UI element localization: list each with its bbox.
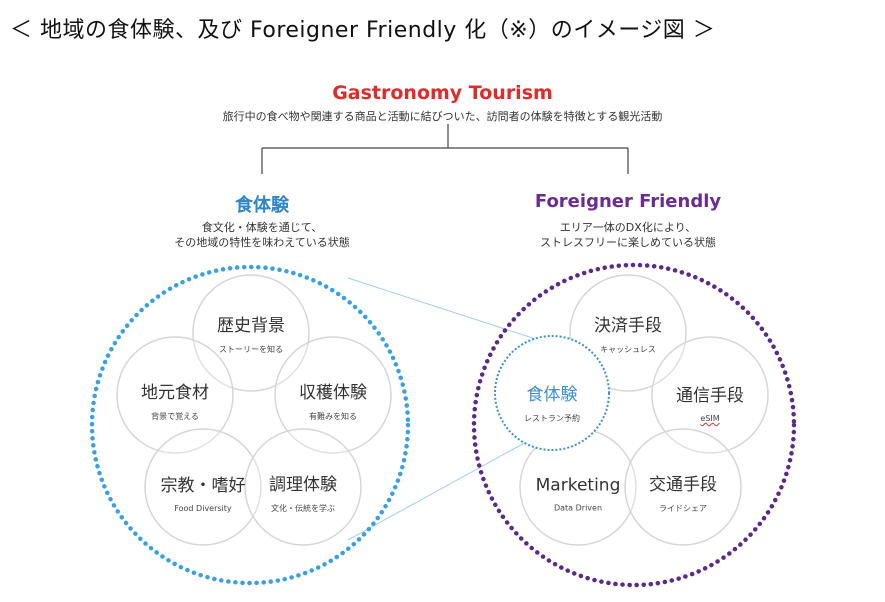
food-experience-desc-line1: 食文化・体験を通じて、 bbox=[201, 221, 323, 234]
food-experience-desc: 食文化・体験を通じて、 その地域の特性を味わえている状態 bbox=[130, 220, 394, 250]
local-ingredients-main: 地元食材 bbox=[141, 383, 209, 403]
label-marketing: Marketing Data Driven bbox=[536, 476, 621, 513]
harvest-main: 収穫体験 bbox=[299, 383, 367, 403]
circle-harvest bbox=[274, 336, 392, 454]
foreigner-friendly-desc-line2: ストレスフリーに楽しめている状態 bbox=[540, 236, 716, 249]
circle-local-ingredients bbox=[116, 336, 234, 454]
label-communication: 通信手段 eSIM bbox=[676, 381, 744, 423]
label-harvest: 収穫体験 有難みを知る bbox=[299, 378, 367, 422]
foreigner-friendly-outer-circle bbox=[471, 262, 797, 588]
food-experience-title: 食体験 bbox=[235, 195, 289, 216]
cooking-main: 調理体験 bbox=[269, 475, 337, 495]
circle-religion bbox=[144, 428, 262, 546]
gastronomy-subtitle: 旅行中の食べ物や関連する商品と活動に結びついた、訪問者の体験を特徴とする観光活動 bbox=[222, 110, 663, 123]
payment-sub: キャッシュレス bbox=[600, 345, 656, 354]
marketing-main: Marketing bbox=[535, 475, 621, 496]
label-local-ingredients: 地元食材 背景で覚える bbox=[141, 378, 209, 422]
circle-communication bbox=[651, 336, 769, 454]
circle-food-experience-inner bbox=[494, 335, 610, 451]
religion-sub: Food Diversity bbox=[174, 504, 232, 513]
communication-sub: eSIM bbox=[700, 414, 720, 423]
transport-sub: ライドシェア bbox=[659, 504, 707, 513]
label-history: 歴史背景 ストーリーを知る bbox=[217, 311, 285, 355]
inner-food-main: 食体験 bbox=[526, 385, 578, 405]
circle-transport bbox=[624, 428, 742, 546]
food-experience-outer-circle bbox=[89, 264, 411, 586]
food-experience-desc-line2: その地域の特性を味わえている状態 bbox=[174, 236, 350, 249]
history-sub: ストーリーを知る bbox=[219, 345, 283, 354]
foreigner-friendly-desc: エリア一体のDX化により、 ストレスフリーに楽しめている状態 bbox=[496, 220, 760, 250]
inner-food-sub: レストラン予約 bbox=[524, 414, 580, 423]
communication-main: 通信手段 bbox=[676, 386, 744, 406]
harvest-sub: 有難みを知る bbox=[309, 412, 357, 421]
gastronomy-title: Gastronomy Tourism bbox=[332, 82, 553, 104]
label-food-experience-inner: 食体験 レストラン予約 bbox=[524, 380, 580, 424]
bracket-connector bbox=[261, 124, 629, 174]
label-transport: 交通手段 ライドシェア bbox=[649, 470, 717, 514]
transport-main: 交通手段 bbox=[649, 475, 717, 495]
label-cooking: 調理体験 文化・伝統を学ぶ bbox=[269, 470, 337, 514]
circle-cooking bbox=[244, 428, 362, 546]
zoom-lines bbox=[347, 277, 549, 541]
religion-main: 宗教・嗜好 bbox=[160, 476, 246, 496]
marketing-sub: Data Driven bbox=[553, 503, 603, 513]
page-title: ＜ 地域の食体験、及び Foreigner Friendly 化（※）のイメージ… bbox=[10, 18, 716, 43]
foreigner-friendly-title: Foreigner Friendly bbox=[534, 191, 722, 212]
payment-main: 決済手段 bbox=[594, 316, 662, 336]
label-religion: 宗教・嗜好 Food Diversity bbox=[161, 471, 246, 513]
label-payment: 決済手段 キャッシュレス bbox=[594, 311, 662, 355]
foreigner-friendly-desc-line1: エリア一体のDX化により、 bbox=[559, 221, 697, 234]
local-ingredients-sub: 背景で覚える bbox=[151, 412, 199, 421]
history-main: 歴史背景 bbox=[217, 316, 285, 336]
cooking-sub: 文化・伝統を学ぶ bbox=[271, 504, 335, 513]
